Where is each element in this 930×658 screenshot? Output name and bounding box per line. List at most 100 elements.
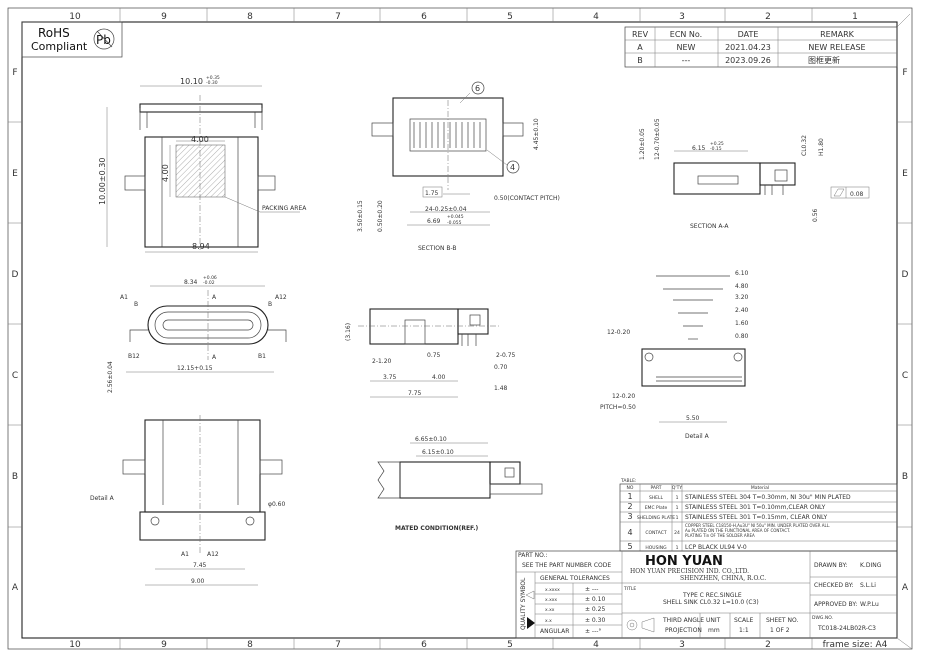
quality-triangle-icon (527, 617, 535, 629)
label-title_block-dwg: TC018-24LB02R-C3 (817, 625, 876, 632)
lead-free-icon (93, 28, 115, 50)
drawing-path (461, 334, 477, 346)
drawing-rect (504, 467, 515, 478)
label-views-front-w2: 12.15+0.15 (177, 365, 213, 372)
label-views-side-d3: 2-0.75 (496, 352, 516, 359)
label-frame-rows-5: A (902, 583, 909, 593)
drawing-rect (469, 314, 481, 326)
drawing-path (764, 185, 784, 195)
label-views-detail_a-l1: 12-0.20 (607, 329, 630, 336)
label-title_block-company_full: HON YUAN PRECISION IND. CO.,LTD. (630, 568, 749, 575)
drawing-rect (457, 308, 489, 335)
label-title_block-company: HON YUAN (645, 554, 723, 569)
label-views-detail_a-dims-1: 4.80 (735, 283, 749, 290)
label-views-section_bb-d3_up: +0.045 (447, 214, 464, 220)
label-views-section_aa-w_up: +0.25 (710, 141, 724, 147)
label-title_block-checked_label: CHECKED BY: (814, 582, 854, 589)
title-block: PART NO.: SEE THE PART NUMBER CODE GENER… (515, 550, 913, 650)
label-views-front-a: A (212, 294, 217, 301)
label-revision_table-rows-0-3: NEW RELEASE (808, 43, 865, 52)
label-material_table-rows-2-1: SHELDING PLATE (637, 515, 675, 521)
section-b-b-view: 6 4 4.45±0.10 3.50±0.15 0.50±0.20 1.75 0… (357, 81, 560, 252)
label-views-section_bb-title: SECTION B-B (418, 245, 457, 252)
label-material_table-headers-2: Q'TY (672, 485, 683, 491)
label-views-side-d6: 4.00 (432, 374, 446, 381)
label-frame-rows-0: F (12, 68, 17, 78)
outer-frame (7, 7, 913, 650)
drawing-rect (144, 419, 261, 513)
label-views-top-height: 10.00±0.30 (98, 158, 107, 205)
label-title_block-approved: W.P.Lu (860, 601, 879, 608)
label-views-front-a1: A1 (120, 294, 128, 301)
label-revision_table-headers-0: REV (632, 30, 649, 39)
label-frame-columns-6: 4 (593, 640, 599, 650)
label-title_block-quality_symbol: QUALITY SYMBOL (520, 577, 527, 630)
label-material_table-rows-4-2: 1 (676, 545, 679, 551)
drawing-rect (392, 97, 504, 177)
drawing-circle (150, 516, 160, 526)
label-views-front-h: 2.56±0.04 (107, 361, 114, 393)
label-views-front-a12: A12 (275, 294, 287, 301)
drawing-g: PART NO.: SEE THE PART NUMBER CODE GENER… (518, 552, 611, 635)
label-views-section_aa-v2: 12-0.70±0.05 (654, 118, 661, 160)
label-revision_table-rows-1-2: 2023.09.26 (725, 56, 771, 65)
label-views-detail_a-w: 5.50 (686, 415, 700, 422)
flatness-icon (833, 188, 845, 197)
label-views-side-d8: 1.48 (494, 385, 508, 392)
label-frame-columns-5: 5 (507, 640, 513, 650)
label-material_table-headers-3: Material (751, 485, 769, 491)
label-views-side-d4: 0.70 (494, 364, 508, 371)
label-title_block-approved_label: APPROVED BY: (814, 601, 857, 608)
drawing-rect (369, 308, 459, 345)
drawing-rect (502, 122, 524, 137)
label-title_block-title_label: TITLE (623, 586, 636, 592)
drawing-rect (624, 26, 898, 68)
label-views-section_bb-pitch: 0.50(CONTACT PITCH) (494, 195, 560, 202)
label-revision_table-rows-1-0: B (637, 56, 643, 65)
label-views-front-b12: B12 (128, 353, 140, 360)
label-frame-columns-3: 7 (335, 12, 341, 22)
flatness-box (830, 186, 870, 199)
drawing-path (656, 376, 742, 382)
label-revision_table-headers-1: ECN No. (670, 30, 702, 39)
label-views-bottom-hole: φ0.60 (268, 501, 286, 508)
label-views-bottom-w1: 7.45 (193, 562, 207, 569)
label-material_table-rows-4-3: LCP BLACK UL94 V-0 (685, 544, 747, 551)
drawing-rect (259, 459, 283, 475)
label-title_block-part_no_label: PART NO.: (518, 552, 548, 559)
drawing-rect (515, 550, 898, 639)
drawing-path (129, 329, 287, 342)
label-title_block-tolerances-2-1: ± 0.25 (585, 606, 605, 613)
label-views-section_bb-h1: 4.45±0.10 (533, 118, 540, 150)
label-frame-columns-1: 9 (161, 12, 167, 22)
label-views-section_aa-h: H1.80 (818, 138, 825, 156)
label-material_table-rows-3-5: PLATING Tin OF THE SOLDER AREA (685, 533, 755, 538)
label-frame-columns-6: 4 (593, 12, 599, 22)
label-views-bottom-a12: A12 (207, 551, 219, 558)
label-frame-columns-1: 9 (161, 640, 167, 650)
label-views-section_aa-w: 6.15 (692, 145, 706, 152)
label-views-detail_a-pitch: PITCH=0.50 (600, 404, 636, 411)
label-rohs-line2: Compliant (31, 40, 88, 53)
label-revision_table-rows-0-0: A (637, 43, 643, 52)
label-title_block-tolerances-4-1: ± ---° (585, 628, 601, 635)
label-views-section_aa-v1: 1.20±0.05 (639, 128, 646, 160)
label-frame-rows-3: C (12, 371, 18, 381)
label-frame-rows-4: B (12, 472, 18, 482)
label-material_table-rows-2-2: 1 (676, 515, 679, 521)
label-title_block-dwg_label: DWG.NO. (812, 615, 833, 621)
label-views-detail_a-dims-5: 0.80 (735, 333, 749, 340)
label-material_table-rows-1-0: 2 (627, 502, 632, 511)
drawing-line (96, 30, 113, 48)
label-title_block-checked: S.L.Li (860, 582, 876, 589)
label-views-section_aa-flat: 0.08 (850, 191, 864, 198)
label-title_block-tol_header: GENERAL TOLERANCES (540, 575, 610, 582)
label-frame-columns-8: 2 (765, 640, 771, 650)
label-views-top-width_tol_dn: -0.30 (206, 80, 218, 86)
third-angle-projection-icon (626, 619, 638, 631)
